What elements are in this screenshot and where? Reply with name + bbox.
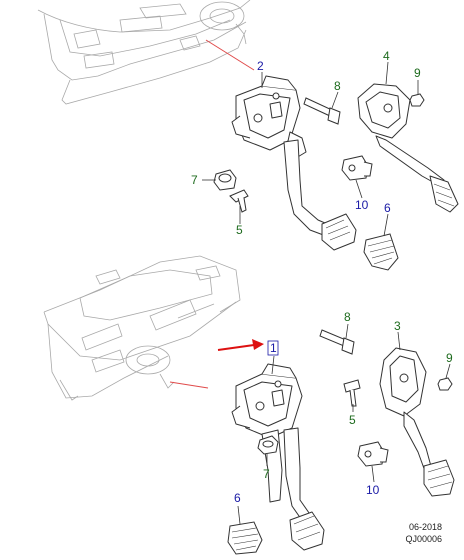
nut-bottom: [257, 435, 279, 455]
callout-3-bottom: 3: [394, 319, 401, 333]
callout-7-bottom: 7: [263, 467, 270, 481]
callout-5-bottom: 5: [349, 413, 356, 427]
leader-line-top: [205, 39, 255, 71]
callout-8-top: 8: [334, 79, 341, 93]
pin-top: [229, 189, 249, 213]
callout-10-top: 10: [355, 198, 369, 212]
leader-line-bottom: [169, 381, 209, 389]
pedal-pad-bottom: [227, 521, 263, 555]
nut-top: [213, 169, 237, 191]
bolt-bottom: [319, 329, 355, 355]
pedal-box-bottom: [231, 363, 303, 439]
dashboard-sketch-top: [37, 0, 251, 105]
accelerator-pedal-bottom: [379, 347, 455, 497]
callout-1-box: [267, 340, 279, 356]
callout-5-top: 5: [236, 223, 243, 237]
callout-1-bottom: 1: [270, 341, 277, 355]
callout-2-top: 2: [257, 59, 264, 73]
callout-9-bottom: 9: [446, 351, 453, 365]
pedal-box-top: [231, 75, 307, 159]
brake-pedal-arm-top: [283, 139, 357, 251]
callout-6-bottom: 6: [234, 491, 241, 505]
callout-9-top: 9: [414, 66, 421, 80]
bolt-top: [303, 97, 341, 125]
callout-4-top: 4: [383, 49, 390, 63]
callout-8-bottom: 8: [344, 310, 351, 324]
accelerator-pedal-top: [357, 83, 459, 213]
switch-top: [341, 155, 373, 181]
highlight-arrow: [217, 339, 264, 351]
pin-bottom: [343, 379, 361, 407]
callout-7-top: 7: [191, 173, 198, 187]
footer-date: 06-2018: [408, 522, 442, 532]
switch-bottom: [357, 441, 389, 467]
callouts-bottom: [237, 323, 451, 525]
small-nut-top: [409, 93, 425, 107]
callout-10-bottom: 10: [366, 483, 380, 497]
small-nut-bottom: [437, 377, 453, 391]
footer-code: QJ00006: [405, 534, 442, 544]
dashboard-sketch-bottom: [43, 255, 241, 401]
pedal-pad-top: [363, 233, 399, 271]
callouts-top: [202, 61, 419, 237]
callout-6-top: 6: [384, 201, 391, 215]
